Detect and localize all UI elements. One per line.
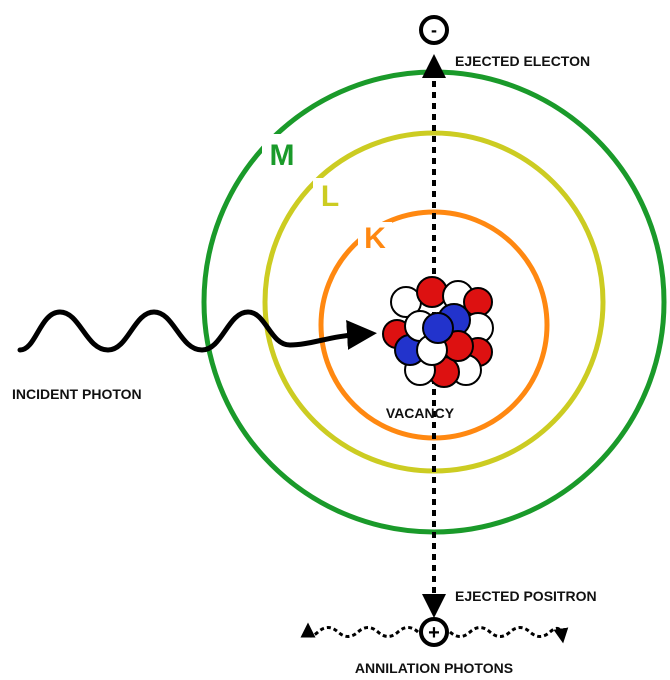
shell-l-halo	[313, 178, 347, 214]
nucleus	[382, 276, 494, 388]
electron-icon	[419, 15, 449, 45]
nucleon-proton	[416, 276, 448, 308]
ejected-positron-label: EJECTED POSITRON	[455, 588, 597, 604]
incident-photon-label: INCIDENT PHOTON	[12, 386, 142, 402]
incident-photon-wave	[17, 309, 377, 353]
annihilation-photon-left	[300, 622, 420, 638]
annihilation-photon-right	[448, 626, 569, 644]
vacancy-label: VACANCY	[386, 405, 455, 421]
nucleon-highlight	[422, 312, 454, 344]
shell-l-label: L	[321, 180, 339, 213]
shell-k-label: K	[364, 222, 386, 255]
shell-m-halo	[262, 134, 302, 174]
positron-symbol: +	[428, 622, 440, 644]
ejected-electron: -	[419, 15, 449, 45]
annihilation-photons-label: ANNILATION PHOTONS	[355, 660, 513, 676]
ejected-positron: +	[419, 617, 449, 647]
ejected-electron-label: EJECTED ELECTON	[455, 53, 590, 69]
shell-k-halo	[358, 222, 392, 256]
positron-icon	[419, 617, 449, 647]
shell-m-label: M	[270, 139, 295, 172]
electron-symbol: -	[431, 20, 437, 40]
